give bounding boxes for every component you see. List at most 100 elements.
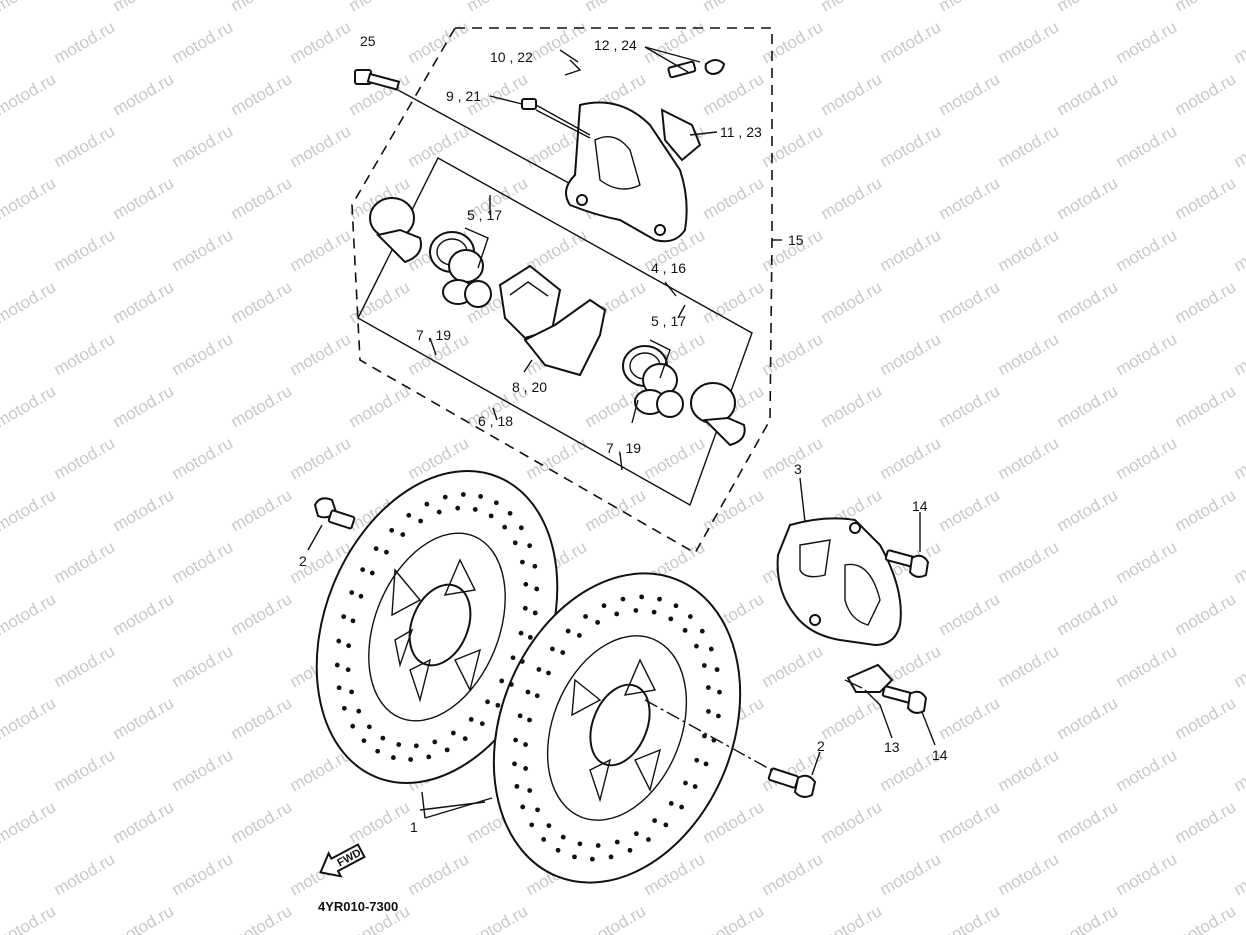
watermark-text: motod.ru [1231, 17, 1246, 67]
watermark-text: motod.ru [759, 17, 827, 67]
disc-hole [601, 603, 607, 609]
watermark-text: motod.ru [1113, 641, 1181, 691]
disc-hole [518, 630, 524, 636]
disc-hole [518, 525, 524, 531]
watermark-text: motod.ru [877, 849, 945, 899]
watermark-text: motod.ru [936, 69, 1004, 119]
watermark-text: motod.ru [818, 277, 886, 327]
disc-hole [577, 841, 583, 847]
callout-15: 15 [788, 232, 804, 248]
watermark-text: motod.ru [287, 329, 355, 379]
disc-hole [534, 586, 540, 592]
watermark-text: motod.ru [405, 121, 473, 171]
watermark-text: motod.ru [1054, 797, 1122, 847]
piston-right [690, 382, 746, 447]
seal-right [622, 345, 684, 418]
watermark-text: motod.ru [110, 693, 178, 743]
callout-1: 1 [410, 819, 418, 835]
disc-hole [513, 737, 518, 743]
watermark-text: motod.ru [287, 121, 355, 171]
watermark-text: motod.ru [51, 537, 119, 587]
watermark-text: motod.ru [51, 745, 119, 795]
watermark-text: motod.ru [641, 433, 709, 483]
disc-hole [519, 559, 525, 565]
watermark-text: motod.ru [51, 329, 119, 379]
watermark-text: motod.ru [995, 329, 1063, 379]
watermark-text: motod.ru [228, 277, 296, 327]
disc-hole [633, 831, 639, 837]
disc-hole [485, 699, 490, 705]
disc-hole [614, 611, 620, 617]
watermark-text: motod.ru [1231, 849, 1246, 899]
watermark-text: motod.ru [110, 901, 178, 935]
disc-hole [455, 505, 461, 511]
watermark-text: motod.ru [405, 17, 473, 67]
watermark-text: motod.ru [0, 0, 59, 15]
watermark-text: motod.ru [995, 225, 1063, 275]
disc-hole [668, 801, 674, 806]
figure-code: 4YR010-7300 [318, 899, 398, 914]
disc-hole [565, 628, 571, 634]
watermark-text: motod.ru [1172, 173, 1240, 223]
disc-hole [519, 659, 525, 664]
disc-hole [529, 822, 535, 828]
disc-hole [400, 532, 406, 537]
watermark-text: motod.ru [1054, 173, 1122, 223]
watermark-text: motod.ru [287, 433, 355, 483]
watermark-text: motod.ru [995, 121, 1063, 171]
disc-hole [478, 494, 484, 499]
seal-left [429, 231, 492, 308]
callout-5-17-b: 5 , 17 [651, 313, 686, 329]
caliper-assembly-boundary [351, 27, 773, 555]
watermark-text: motod.ru [877, 433, 945, 483]
watermark-text: motod.ru [110, 589, 178, 639]
watermark-text: motod.ru [228, 693, 296, 743]
disc-hole [525, 689, 531, 695]
watermark-text: motod.ru [1231, 433, 1246, 483]
disc-hole [512, 540, 518, 546]
disc-hole [522, 605, 528, 611]
watermark-text: motod.ru [1231, 329, 1246, 379]
disc-hole [572, 854, 577, 860]
watermark-text: motod.ru [110, 0, 178, 15]
disc-hole [527, 543, 533, 549]
caliper-bolt-upper [884, 549, 930, 578]
disc-hole [560, 834, 566, 840]
watermark-text: motod.ru [1172, 277, 1240, 327]
disc-hole [527, 788, 533, 793]
disc-hole [350, 723, 356, 729]
disc-hole [356, 708, 362, 714]
caliper-bolt-lower [881, 685, 928, 714]
watermark-text: motod.ru [51, 225, 119, 275]
watermark-text: motod.ru [1231, 745, 1246, 795]
disc-hole [699, 628, 705, 634]
disc-hole [589, 856, 595, 862]
bolt-25 [354, 69, 401, 91]
watermark-text: motod.ru [1054, 589, 1122, 639]
disc-hole [380, 735, 386, 741]
caliper-plate-13 [844, 663, 894, 693]
watermark-text: motod.ru [818, 797, 886, 847]
watermark-text: motod.ru [1054, 693, 1122, 743]
disc-hole [523, 766, 529, 771]
callout-6-18: 6 , 18 [478, 413, 513, 429]
disc-hole [442, 494, 448, 500]
disc-hole [717, 689, 722, 695]
disc-hole [683, 780, 688, 786]
callout-2-b: 2 [817, 738, 825, 754]
watermark-text: motod.ru [818, 0, 886, 15]
disc-hole [358, 593, 364, 599]
watermark-text: motod.ru [0, 69, 59, 119]
watermark-text: motod.ru [582, 901, 650, 935]
watermark-text: motod.ru [110, 797, 178, 847]
disc-hole [375, 748, 381, 754]
watermark-text: motod.ru [1113, 17, 1181, 67]
callout-9-21: 9 , 21 [446, 88, 481, 104]
disc-hole [493, 500, 499, 506]
watermark-text: motod.ru [936, 277, 1004, 327]
watermark-text: motod.ru [51, 641, 119, 691]
watermark-text: motod.ru [0, 797, 59, 847]
disc-hole [462, 736, 468, 742]
watermark-text: motod.ru [0, 485, 59, 535]
